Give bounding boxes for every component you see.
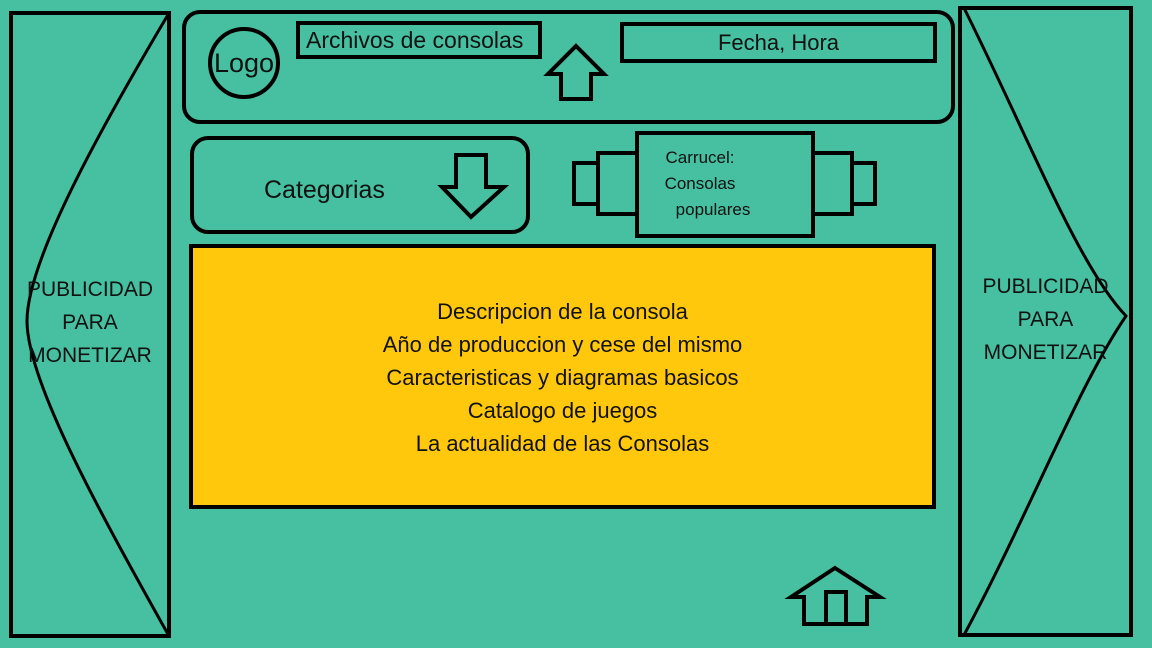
description-line: Caracteristicas y diagramas basicos <box>386 365 739 390</box>
carousel-next-outer[interactable] <box>850 161 877 206</box>
console-description-panel: Descripcion de la consola Año de producc… <box>189 244 936 509</box>
logo-label: Logo <box>213 47 275 78</box>
header <box>182 10 955 124</box>
home-icon[interactable] <box>784 565 887 628</box>
description-line: La actualidad de las Consolas <box>415 431 710 456</box>
down-arrow-icon[interactable] <box>437 153 512 221</box>
left-ad-label: PUBLICIDAD PARA MONETIZAR <box>26 278 154 367</box>
description-line: Descripcion de la consola <box>437 299 688 324</box>
categories-label: Categorias <box>264 176 385 204</box>
description-line: Catalogo de juegos <box>467 398 658 423</box>
carousel-main-slide[interactable]: Carrucel: Consolas populares <box>635 131 815 238</box>
logo[interactable]: Logo <box>208 27 280 99</box>
description-line: Año de produccion y cese del mismo <box>382 332 743 357</box>
carousel-prev-slide[interactable] <box>596 151 640 216</box>
right-ad-panel[interactable]: PUBLICIDAD PARA MONETIZAR <box>958 6 1133 637</box>
site-title[interactable]: Archivos de consolas <box>296 21 542 59</box>
carousel-next-slide[interactable] <box>810 151 854 216</box>
datetime-display: Fecha, Hora <box>620 22 937 63</box>
carousel-text: Carrucel: Consolas populares <box>664 148 751 219</box>
left-ad-curve-icon <box>25 12 171 637</box>
right-ad-label: PUBLICIDAD PARA MONETIZAR <box>982 275 1109 364</box>
left-ad-panel[interactable]: PUBLICIDAD PARA MONETIZAR <box>9 11 171 638</box>
site-title-label: Archivos de consolas <box>306 27 524 53</box>
datetime-label: Fecha, Hora <box>717 30 840 55</box>
right-ad-curve-icon <box>962 7 1128 636</box>
categories-dropdown[interactable]: Categorias <box>190 136 530 234</box>
up-arrow-icon[interactable] <box>543 43 609 102</box>
